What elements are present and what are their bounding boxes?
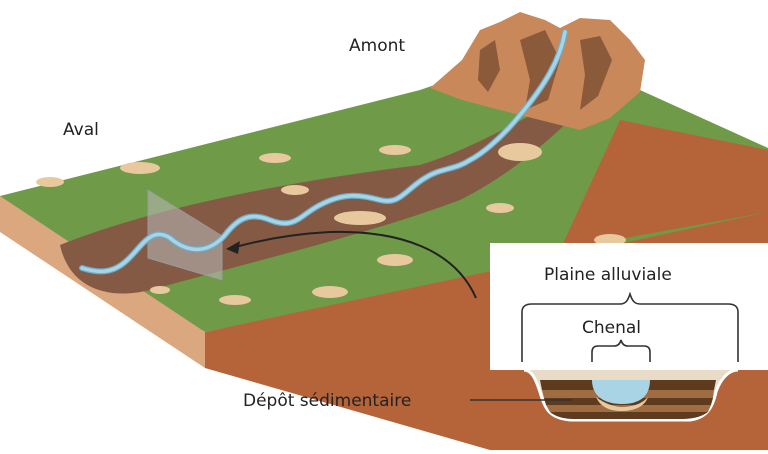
sand-patch — [312, 286, 348, 298]
mountain-shadow — [520, 30, 560, 110]
channel-bracket — [591, 339, 651, 362]
sand-patch — [36, 177, 64, 187]
label-channel: Chenal — [582, 318, 642, 338]
sand-patch — [219, 295, 251, 305]
mountain-shadow — [580, 36, 612, 110]
floodplain-bracket — [521, 291, 739, 362]
sand-patch — [150, 286, 170, 294]
label-downstream: Aval — [63, 120, 99, 140]
channel-water — [592, 380, 650, 404]
sand-patch — [120, 162, 160, 174]
channel-sand — [596, 397, 648, 411]
river-surface — [80, 30, 567, 274]
sand-patch — [334, 211, 386, 225]
sand-patch — [281, 185, 309, 195]
sand-patch — [379, 145, 411, 155]
sand-patch — [377, 254, 413, 266]
mountain-shadow — [478, 40, 500, 92]
arrowhead — [226, 241, 240, 254]
sand-patch — [259, 153, 291, 163]
label-floodplain: Plaine alluviale — [544, 265, 672, 285]
pointer-arrow — [231, 230, 477, 299]
sand-patch — [486, 203, 514, 213]
label-sediment-deposit: Dépôt sédimentaire — [243, 391, 412, 411]
terrain-right-face — [560, 120, 768, 250]
label-upstream: Amont — [349, 36, 406, 56]
sand-patch — [498, 143, 542, 161]
